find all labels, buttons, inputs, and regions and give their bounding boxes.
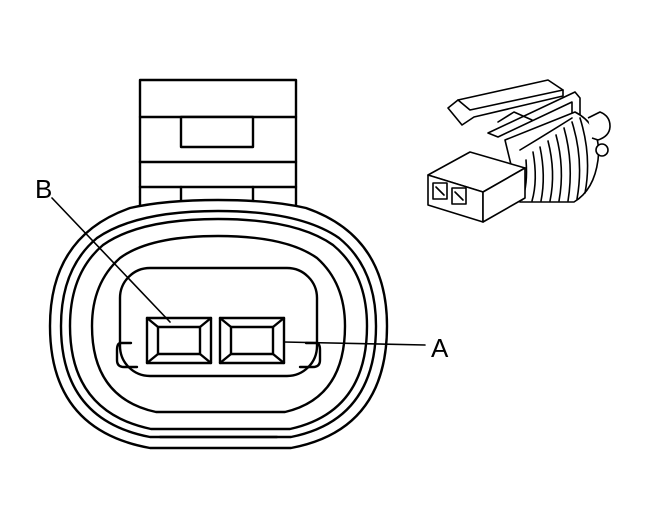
callout-a-label: A: [431, 333, 449, 363]
terminal-slot-b: [145, 316, 213, 365]
connector-isometric-view: [427, 79, 611, 223]
terminal-slot-a: [218, 316, 286, 365]
terminal-cavity: [115, 266, 322, 378]
callout-a-leader: [283, 341, 426, 346]
callout-b-label: B: [35, 174, 52, 204]
connector-front-view: [48, 78, 389, 450]
callout-b-leader: [51, 197, 171, 323]
seal-ribs: [504, 111, 600, 203]
callout-a: A: [283, 333, 449, 363]
callout-b: B: [35, 174, 171, 323]
locking-tab: [138, 78, 298, 222]
